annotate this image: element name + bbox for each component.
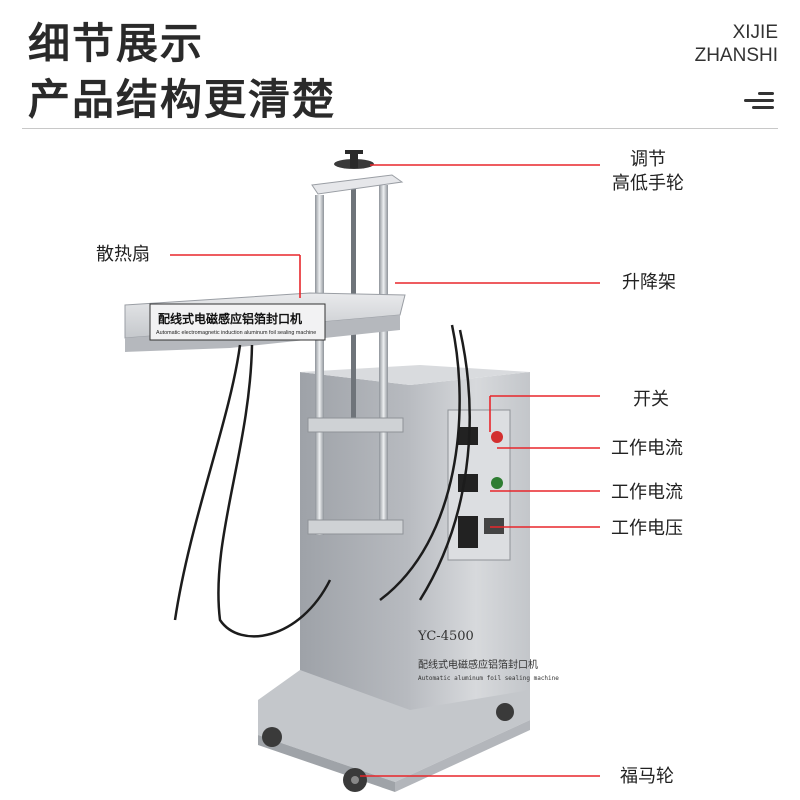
callout-voltage: 工作电压: [611, 518, 683, 539]
cabinet-label-cn: 配线式电磁感应铝箔封口机: [418, 658, 538, 671]
cooling-head: [124, 292, 406, 352]
callout-lift-frame: 升降架: [622, 272, 676, 293]
head-label-cn: 配线式电磁感应铝箔封口机: [158, 311, 302, 326]
callout-hand-wheel: 调节 高低手轮: [612, 148, 684, 196]
callout-hand-wheel-line2: 高低手轮: [612, 173, 684, 194]
model-label: YC-4500: [417, 629, 474, 644]
header-divider: [22, 128, 778, 129]
callout-fan: 散热扇: [96, 244, 150, 265]
page-title-line-1: 细节展示: [28, 19, 205, 68]
cables: [173, 324, 471, 638]
callout-hand-wheel-line1: 调节: [630, 149, 666, 170]
hand-wheel: [334, 150, 374, 169]
cabinet-label-en: Automatic aluminum foil sealing machine: [418, 675, 559, 682]
callout-switch: 开关: [633, 389, 669, 410]
callout-current-1: 工作电流: [611, 438, 683, 459]
control-panel: [447, 409, 511, 561]
casters: [262, 703, 514, 792]
menu-icon[interactable]: [744, 92, 774, 110]
page-title-line-2: 产品结构更清楚: [28, 75, 337, 124]
head-label-en: Automatic electromagnetic induction alum…: [156, 330, 316, 336]
english-title-line-2: ZHANSHI: [694, 45, 778, 66]
callout-current-2: 工作电流: [611, 482, 683, 503]
callout-caster: 福马轮: [620, 766, 674, 787]
callout-lines: [170, 164, 600, 777]
english-title-line-1: XIJIE: [732, 22, 778, 43]
